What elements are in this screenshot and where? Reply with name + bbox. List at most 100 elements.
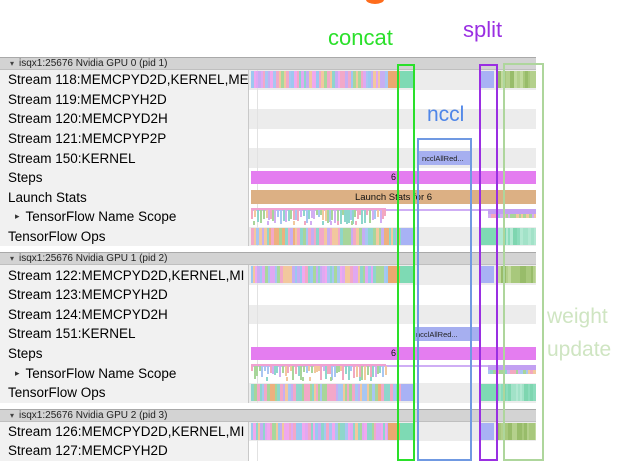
trace-event-stripe: [324, 71, 327, 88]
trace-event-stripe: [507, 370, 510, 375]
trace-event-stripe: [314, 227, 316, 245]
trace-event-stripe: [286, 71, 289, 88]
gpu-section-header[interactable]: ▾isqx1:25676 Nvidia GPU 0 (pid 1): [0, 57, 536, 70]
nccl-allreduce-bar[interactable]: ncclAllRed...: [413, 327, 479, 341]
expand-icon[interactable]: ▸: [15, 367, 20, 378]
trace-event-block-teal[interactable]: [400, 266, 413, 284]
annotation-weight-update-label: weight update: [547, 300, 611, 366]
trace-event-stripe: [283, 266, 286, 284]
steps-bar[interactable]: 6: [251, 346, 536, 360]
namescope-tick: [344, 210, 346, 223]
gpu-section-header[interactable]: ▾isqx1:25676 Nvidia GPU 2 (pid 3): [0, 408, 536, 422]
trace-event-stripe: [383, 422, 385, 440]
tf-ops-events-bar[interactable]: [251, 384, 401, 401]
stream-events-bar[interactable]: [251, 266, 388, 284]
namescope-subtick: [309, 377, 311, 382]
trace-event-stripe: [343, 227, 346, 245]
trace-event-stripe: [533, 71, 536, 88]
trace-event-stripe: [321, 227, 324, 245]
trace-event-stripe: [300, 266, 302, 284]
namescope-tick: [320, 366, 322, 381]
trace-event-block-periwinkle[interactable]: [401, 227, 413, 245]
namescope-tick: [372, 366, 374, 378]
gpu-section-header-label: isqx1:25676 Nvidia GPU 2 (pid 3): [19, 409, 168, 421]
trace-event-stripe: [350, 266, 353, 284]
trace-event-stripe: [291, 71, 294, 88]
trace-event-stripe: [256, 422, 258, 440]
trace-event-stripe: [375, 384, 378, 401]
namescope-subtick: [293, 221, 295, 226]
trace-event-block-teal[interactable]: [481, 384, 497, 401]
namescope-tick: [370, 366, 372, 378]
trace-event-stripe: [360, 266, 363, 284]
tf-ops-events-bar[interactable]: [251, 227, 401, 245]
namescope-tick: [359, 210, 361, 216]
trace-event-block-periwinkle[interactable]: [481, 266, 494, 284]
trace-event-stripe: [358, 266, 360, 284]
trace-event-stripe: [343, 384, 345, 401]
row-label[interactable]: ▸TensorFlow Name Scope: [0, 207, 249, 227]
namescope-events-comb[interactable]: [251, 364, 387, 382]
namescope-tick: [385, 366, 387, 376]
namescope-tick: [337, 210, 339, 222]
trace-event-block-periwinkle[interactable]: [481, 71, 494, 88]
trace-event-stripe: [350, 422, 353, 440]
row-label: Steps: [0, 343, 249, 364]
trace-event-stripe: [373, 266, 376, 284]
namescope-events-comb[interactable]: [251, 208, 386, 226]
namescope-tick: [361, 366, 363, 381]
row-label-text: Stream 121:MEMCPYP2P: [8, 131, 167, 147]
comb-top-line: [251, 364, 386, 367]
nccl-allreduce-bar-label: ncclAllRed...: [416, 330, 458, 340]
trace-event-stripe: [501, 71, 503, 88]
trace-event-stripe: [518, 384, 520, 401]
trace-event-stripe: [267, 227, 269, 245]
row-label[interactable]: ▸TensorFlow Name Scope: [0, 363, 249, 383]
trace-event-stripe: [358, 384, 360, 401]
trace-event-block-teal[interactable]: [481, 227, 497, 245]
trace-event-stripe: [500, 227, 503, 245]
namescope-right-bar[interactable]: [488, 209, 536, 215]
trace-event-stripe: [353, 422, 355, 440]
row-label: Stream 122:MEMCPYD2D,KERNEL,MI: [0, 265, 249, 285]
expand-icon[interactable]: ▸: [15, 211, 20, 222]
trace-event-block-periwinkle[interactable]: [481, 422, 494, 440]
trace-event-stripe: [287, 422, 289, 440]
nccl-allreduce-bar-label: ncclAllRed...: [422, 154, 464, 164]
namescope-tick: [264, 366, 266, 372]
row-label-text: Stream 119:MEMCPYH2D: [8, 91, 167, 107]
trace-event-stripe: [338, 71, 340, 88]
trace-event-block-teal[interactable]: [400, 71, 413, 88]
namescope-tick: [340, 366, 342, 372]
gpu-section-header[interactable]: ▾isqx1:25676 Nvidia GPU 1 (pid 2): [0, 252, 536, 266]
namescope-subtick: [267, 221, 269, 226]
trace-event-stripe: [523, 370, 526, 375]
trace-event-stripe: [280, 384, 283, 401]
trace-event-stripe: [353, 71, 356, 88]
namescope-right-bar[interactable]: [488, 365, 536, 371]
trace-event-stripe: [277, 266, 280, 284]
steps-bar[interactable]: 6: [251, 171, 536, 184]
namescope-tick: [272, 366, 274, 375]
trace-event-stripe: [261, 71, 263, 88]
trace-event-stripe: [295, 266, 297, 284]
trace-event-stripe: [514, 71, 517, 88]
trace-event-stripe: [367, 384, 369, 401]
trace-event-stripe: [387, 384, 390, 401]
trace-event-stripe: [258, 422, 260, 440]
trace-event-stripe: [398, 227, 400, 245]
nccl-allreduce-bar[interactable]: ncclAllRed...: [419, 151, 470, 165]
trace-event-stripe: [517, 422, 519, 440]
trace-event-stripe: [329, 422, 332, 440]
launch-stats-bar[interactable]: Launch Stats for 6: [251, 189, 536, 204]
trace-event-stripe: [364, 422, 367, 440]
namescope-tick: [268, 210, 270, 221]
trace-event-block-teal[interactable]: [400, 422, 413, 440]
stream-events-bar[interactable]: [251, 71, 388, 88]
trace-event-block-periwinkle[interactable]: [401, 384, 413, 401]
trace-event-stripe: [325, 266, 327, 284]
timeline-row: [249, 363, 536, 383]
namescope-tick: [316, 210, 318, 216]
timeline-gridline: [257, 441, 258, 461]
stream-events-bar[interactable]: [251, 422, 388, 440]
